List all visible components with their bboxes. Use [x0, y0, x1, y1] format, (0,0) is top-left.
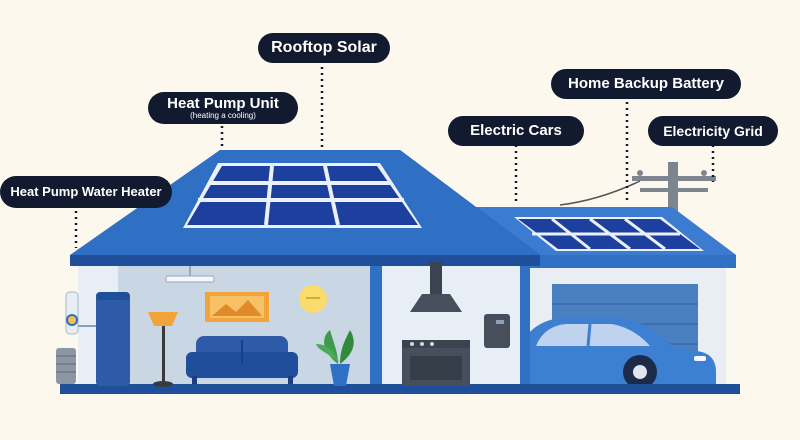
- stove-icon: [402, 340, 470, 386]
- label-text: Electricity Grid: [663, 123, 763, 139]
- sofa-icon: [186, 336, 298, 384]
- heat-pump-icon: [65, 291, 79, 335]
- label-rooftop-solar: Rooftop Solar: [258, 33, 390, 63]
- solar-panel-icon: [514, 217, 704, 251]
- ceiling-light-icon: [165, 266, 215, 283]
- label-heat-pump-unit: Heat Pump Unit (heating a cooling): [148, 92, 298, 124]
- floor-lamp-icon: [148, 312, 178, 387]
- label-text: Heat Pump Unit: [167, 95, 279, 112]
- label-electricity-grid: Electricity Grid: [648, 116, 778, 146]
- label-home-backup-battery: Home Backup Battery: [551, 69, 741, 99]
- label-electric-cars: Electric Cars: [448, 116, 584, 146]
- outdoor-unit: [56, 348, 76, 384]
- label-heat-pump-water-heater: Heat Pump Water Heater: [0, 176, 172, 208]
- car-icon: [520, 318, 716, 389]
- water-heater-icon: [76, 292, 130, 386]
- label-text: Heat Pump Water Heater: [10, 184, 162, 199]
- utility-pole-icon: [559, 162, 716, 238]
- label-text: Rooftop Solar: [271, 39, 377, 56]
- leader-lines: [74, 61, 715, 248]
- label-text: Home Backup Battery: [568, 75, 724, 92]
- garage: [472, 207, 736, 388]
- range-hood-icon: [410, 262, 462, 312]
- battery-icon: [484, 314, 510, 348]
- floor: [60, 384, 740, 394]
- wall-sconce-icon: [299, 285, 327, 313]
- label-subtext: (heating a cooling): [190, 111, 256, 120]
- plant-icon: [316, 330, 354, 386]
- label-text: Electric Cars: [470, 122, 562, 139]
- solar-panel-icon: [183, 163, 422, 228]
- wall-painting: [205, 292, 269, 322]
